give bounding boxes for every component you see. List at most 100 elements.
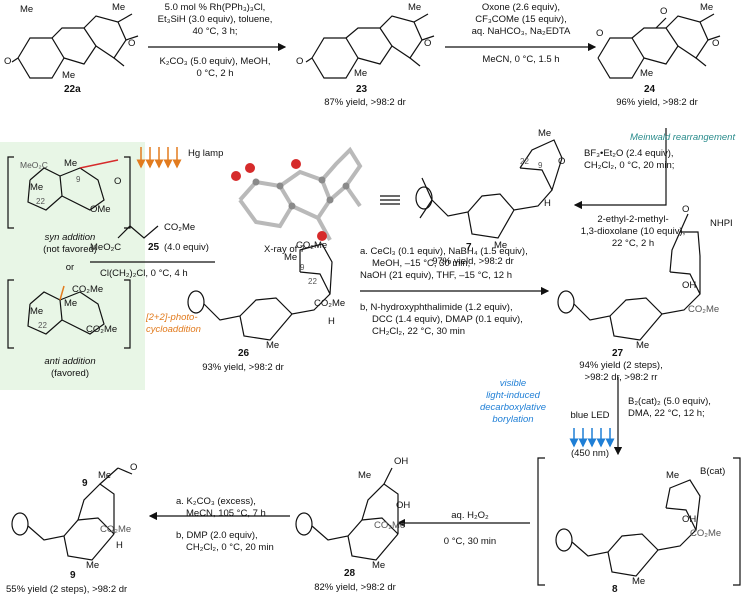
atom-n22-26: 22 xyxy=(308,277,317,286)
syn-sub: (not favored) xyxy=(43,244,97,255)
atom-co2me-25: CO₂Me xyxy=(164,222,196,233)
visible-line2: light-induced xyxy=(486,390,540,401)
atom-o-27: O xyxy=(682,204,690,215)
atom-h-9: H xyxy=(116,540,123,551)
step1-line2: Et₃SiH (3.0 equiv), toluene, xyxy=(157,14,273,25)
step3-line5: 22 °C, 2 h xyxy=(611,238,655,249)
structure-syn xyxy=(27,159,119,211)
syn-title: syn addition xyxy=(44,232,96,243)
atom-o-24-epoxide: O xyxy=(660,6,668,17)
atom-me-28-top: Me xyxy=(358,470,372,481)
or-label: or xyxy=(65,262,75,273)
yield-9: 55% yield (2 steps), >98:2 dr xyxy=(6,584,128,595)
atom-nphi-27: NHPI xyxy=(710,218,733,229)
atom-co2me-anti: CO₂Me xyxy=(86,324,118,335)
blue-led-line1: blue LED xyxy=(570,410,610,421)
label-9: 9 xyxy=(82,478,88,489)
yield-24: 96% yield, >98:2 dr xyxy=(616,97,698,108)
step5a-line1: a. K₂CO₃ (excess), xyxy=(176,496,256,507)
solvent-25: Cl(CH₂)₂Cl, 0 °C, 4 h xyxy=(100,268,188,279)
atom-o-9-aldehyde: O xyxy=(130,462,138,473)
step1-line5: 0 °C, 2 h xyxy=(196,68,234,79)
yield27-line1: 94% yield (2 steps), xyxy=(579,360,663,371)
atom-n22-syn: 22 xyxy=(36,197,45,206)
step3-line2: CH₂Cl₂, 0 °C, 20 min; xyxy=(584,160,675,171)
blue-led-arrows xyxy=(569,428,615,448)
atom-o-23-left: O xyxy=(296,56,304,67)
atom-co2me-anti-top: CO₂Me xyxy=(72,284,104,295)
atom-me-23-right: Me xyxy=(408,2,422,13)
step4b-line1: b, N-hydroxyphthalimide (1.2 equiv), xyxy=(360,302,513,313)
step4a-line2: MeOH, –15 °C, 30 min; xyxy=(372,258,471,269)
step2-line2: CF₃COMe (15 equiv), xyxy=(475,14,567,25)
label-25: 25 xyxy=(148,242,160,253)
bracket-8 xyxy=(537,457,741,586)
yield-26: 93% yield, >98:2 dr xyxy=(202,362,284,373)
visible-line1: visible xyxy=(499,378,527,389)
atom-oh-28-top: OH xyxy=(394,456,409,467)
step4a-line1: a. CeCl₃ (0.1 equiv), NaBH₄ (1.5 equiv), xyxy=(360,246,528,257)
step3-line3: 2-ethyl-2-methyl- xyxy=(597,214,669,225)
label-7: 7 xyxy=(466,242,472,253)
atom-n9-26: 9 xyxy=(300,263,305,272)
structure-anti xyxy=(27,285,105,335)
atom-n22-anti: 22 xyxy=(38,321,47,330)
structure-23 xyxy=(305,13,435,79)
atom-me-8-top: Me xyxy=(666,470,680,481)
atom-me-24-bottom: Me xyxy=(640,68,654,79)
atom-n9-syn: 9 xyxy=(76,175,81,184)
atom-me-22a-right: Me xyxy=(112,2,126,13)
hg-lamp-arrows xyxy=(136,147,182,169)
structure-8 xyxy=(555,479,701,577)
atom-ome-syn: OMe xyxy=(90,204,111,215)
structure-22a xyxy=(11,13,139,79)
atom-co2me-28: CO₂Me xyxy=(374,520,406,531)
structure-7 xyxy=(415,139,563,239)
atom-h-7: H xyxy=(544,198,551,209)
atom-me-26-top: Me xyxy=(284,252,298,263)
meinwald-label: Meinwald rearrangement xyxy=(630,132,736,143)
structure-26 xyxy=(187,243,333,341)
step3-line1: BF₃•Et₂O (2.4 equiv), xyxy=(584,148,674,159)
atom-o-23: O xyxy=(424,38,432,49)
step2-line3: aq. NaHCO₃, Na₂EDTA xyxy=(471,26,571,37)
atom-n9-7: 9 xyxy=(538,161,543,170)
step4b-line2: DCC (1.4 equiv), DMAP (0.1 equiv), xyxy=(372,314,523,325)
structure-28 xyxy=(295,467,399,561)
step1-line3: 40 °C, 3 h; xyxy=(192,26,238,37)
visible-line3: decarboxylative xyxy=(479,402,546,413)
atom-me-9-top: Me xyxy=(98,470,112,481)
atom-co2me-27: CO₂Me xyxy=(688,304,720,315)
atom-me-syn-left: Me xyxy=(30,182,44,193)
label-28: 28 xyxy=(344,568,356,579)
atom-me-syn-top: Me xyxy=(64,158,78,169)
atom-me-28-bottom: Me xyxy=(372,560,386,571)
atom-me-27-bottom: Me xyxy=(636,340,650,351)
label-9-bottom: 9 xyxy=(70,570,76,581)
yield27-line2: >98:2 dr, >98:2 rr xyxy=(584,372,658,383)
xray-structure xyxy=(231,146,363,241)
atom-o-24: O xyxy=(712,38,720,49)
yield-28: 82% yield, >98:2 dr xyxy=(314,582,396,593)
step1-line4: K₂CO₃ (5.0 equiv), MeOH, xyxy=(159,56,271,67)
anti-title: anti addition xyxy=(44,356,96,367)
structure-9 xyxy=(11,467,133,561)
step5b-line1: b, DMP (2.0 equiv), xyxy=(176,530,258,541)
atom-h-26: H xyxy=(328,316,335,327)
bracket-syn xyxy=(7,156,131,229)
atom-o-syn: O xyxy=(114,176,122,187)
label-22a: 22a xyxy=(64,84,81,95)
atom-me-22a-bottom: Me xyxy=(62,70,76,81)
equivalence-sign xyxy=(380,195,400,205)
atom-me-7-bottom: Me xyxy=(494,240,508,251)
atom-me-22a-top: Me xyxy=(20,4,34,15)
structure-24 xyxy=(597,13,721,79)
atom-oh-28: OH xyxy=(396,500,411,511)
photo-line2: cycloaddition xyxy=(146,324,201,335)
atom-me-anti-top: Me xyxy=(64,298,78,309)
arrow-24-to-7 xyxy=(573,128,667,210)
step2-line4: MeCN, 0 °C, 1.5 h xyxy=(482,54,560,65)
xray-label: X-ray of 7 xyxy=(264,244,306,255)
